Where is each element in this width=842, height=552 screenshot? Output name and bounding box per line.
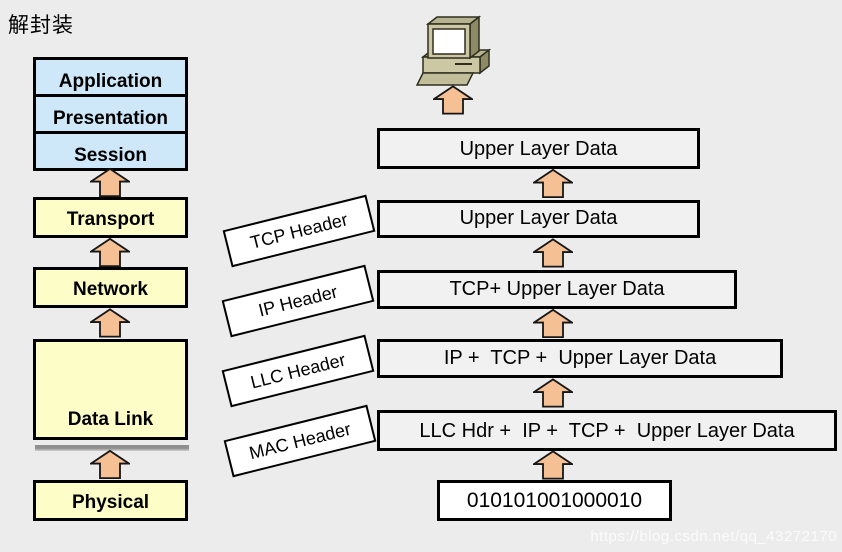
pdu-box-upper-layer-data-1: Upper Layer Data	[377, 128, 700, 169]
layer-data-link: Data Link	[33, 339, 188, 440]
watermark: https://blog.csdn.net/qq_43272170	[590, 528, 837, 545]
pdu-box-frame: LLC Hdr + IP + TCP + Upper Layer Data	[377, 410, 837, 451]
layer-session: Session	[36, 131, 185, 168]
layer-network: Network	[33, 267, 188, 308]
layer-transport: Transport	[33, 197, 188, 238]
up-arrow-icon	[533, 168, 573, 199]
up-arrow-icon	[533, 450, 573, 480]
pdu-box-bits: 010101001000010	[437, 480, 672, 521]
up-arrow-icon	[90, 237, 130, 268]
pdu-box-upper-layer-data-2: Upper Layer Data	[377, 200, 700, 238]
up-arrow-icon	[90, 167, 130, 198]
up-arrow-icon	[90, 449, 130, 480]
layer-presentation: Presentation	[36, 94, 185, 131]
up-arrow-icon	[433, 84, 473, 116]
osi-upper-layers-box: Application Presentation Session	[33, 57, 188, 171]
label-tcp-header: TCP Header	[222, 194, 376, 268]
pdu-box-ip-packet: IP + TCP + Upper Layer Data	[377, 339, 783, 378]
label-mac-header: MAC Header	[223, 404, 377, 478]
up-arrow-icon	[533, 308, 573, 339]
up-arrow-icon	[90, 307, 130, 339]
page-title: 解封装	[8, 14, 74, 37]
label-ip-header: IP Header	[221, 264, 375, 338]
layer-application: Application	[58, 71, 163, 92]
layer-physical: Physical	[33, 480, 188, 521]
label-llc-header: LLC Header	[221, 334, 375, 408]
up-arrow-icon	[533, 237, 573, 269]
desktop-computer-icon	[405, 10, 505, 93]
up-arrow-icon	[533, 377, 573, 409]
data-link-divider	[35, 445, 189, 451]
pdu-box-tcp-segment: TCP+ Upper Layer Data	[377, 270, 737, 309]
